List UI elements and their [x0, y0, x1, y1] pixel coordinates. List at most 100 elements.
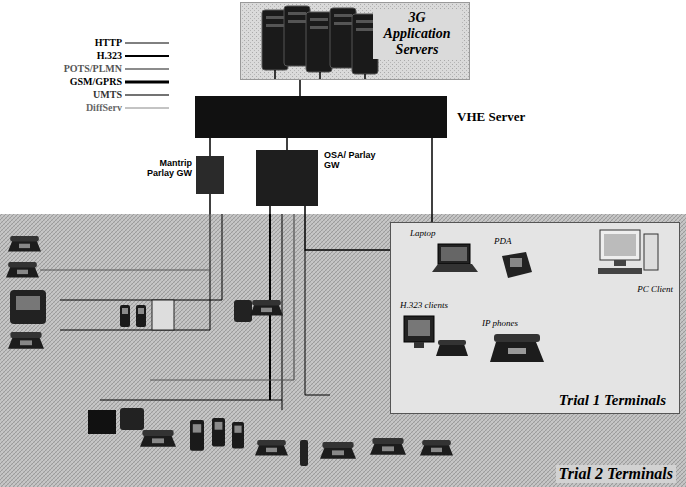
- legend-text: GSM/GPRS: [30, 76, 125, 87]
- illustration-shape: [334, 22, 352, 25]
- illustration-shape: [120, 408, 144, 430]
- node-label: IP phones: [482, 318, 518, 328]
- legend-text: HTTP: [30, 37, 125, 48]
- legend-line: [125, 55, 169, 57]
- gateway-device: Mantrip Parlay GW: [196, 156, 224, 194]
- legend-row: GSM/GPRS: [30, 75, 171, 88]
- wire: [293, 214, 295, 380]
- legend-row: H.323: [30, 49, 171, 62]
- wire: [60, 330, 210, 331]
- illustration-shape: [232, 422, 244, 448]
- region-fill: [390, 222, 680, 414]
- illustration-shape: [408, 320, 430, 336]
- illustration-shape: [8, 337, 44, 349]
- illustration-shape: [266, 448, 277, 452]
- wire: [305, 250, 306, 395]
- legend-row: HTTP: [30, 36, 171, 49]
- illustration-shape: [16, 296, 40, 310]
- illustration-shape: [193, 424, 201, 432]
- illustration-shape: [422, 440, 451, 446]
- legend-line-sample: [125, 51, 171, 61]
- illustration-shape: [356, 20, 374, 23]
- legend-line-sample: [125, 38, 171, 48]
- illustration-shape: [19, 244, 30, 248]
- illustration-shape: [17, 270, 28, 274]
- illustration-shape: [431, 448, 442, 452]
- illustration-shape: [382, 446, 394, 451]
- device-icon: H.323 clients: [398, 300, 472, 362]
- wire: [40, 270, 210, 271]
- illustration-shape: [404, 316, 434, 342]
- wire: [274, 70, 276, 80]
- illustration-shape: [20, 340, 32, 345]
- node-label: PC Client: [637, 284, 673, 294]
- illustration-shape: [441, 247, 467, 261]
- illustration-shape: [510, 258, 522, 267]
- illustration-shape: [598, 268, 642, 274]
- illustration-shape: [436, 344, 468, 356]
- node-label: Laptop: [410, 228, 436, 238]
- connector-line: [209, 194, 211, 214]
- region-fill: [0, 214, 686, 487]
- illustration-shape: [261, 308, 272, 312]
- server-group: 3G Application Servers: [240, 2, 470, 80]
- legend-line: [125, 94, 169, 96]
- illustration-shape: [142, 430, 173, 436]
- terminal-region: LaptopPDAPC ClientH.323 clientsIP phones…: [390, 222, 680, 414]
- illustration-shape: [266, 16, 284, 19]
- legend-text: POTS/PLMN: [30, 63, 125, 74]
- legend-line-sample: [125, 103, 171, 113]
- wire: [222, 214, 223, 300]
- legend-row: UMTS: [30, 88, 171, 101]
- legend-line: [125, 80, 169, 83]
- illustration-shape: [432, 264, 478, 272]
- region-fill: [240, 2, 470, 80]
- connector-line: [286, 138, 288, 150]
- legend-line: [125, 68, 169, 70]
- legend-row: POTS/PLMN: [30, 62, 171, 75]
- illustration-shape: [300, 440, 308, 466]
- gateway-device: OSA/ Parlay GW: [256, 150, 318, 206]
- illustration-shape: [370, 443, 406, 455]
- illustration-shape: [320, 447, 356, 459]
- illustration-shape: [10, 290, 46, 324]
- illustration-shape: [152, 438, 164, 443]
- connector-line: [269, 206, 271, 214]
- legend-line: [125, 42, 169, 43]
- wire: [210, 214, 211, 330]
- illustration-shape: [322, 442, 353, 448]
- illustration-shape: [10, 332, 41, 338]
- illustration-shape: [250, 304, 283, 315]
- illustration-shape: [494, 334, 540, 342]
- illustration-shape: [120, 305, 130, 327]
- illustration-shape: [152, 300, 174, 330]
- connector-line: [305, 206, 390, 250]
- node-label: OSA/ Parlay GW: [324, 150, 386, 170]
- wire: [305, 395, 330, 396]
- illustration-shape: [614, 260, 626, 266]
- illustration-shape: [266, 24, 284, 27]
- illustration-shape: [255, 444, 288, 455]
- illustration-shape: [644, 234, 658, 270]
- device-icon: Laptop: [408, 228, 483, 276]
- legend-text: H.323: [30, 50, 125, 61]
- illustration-shape: [372, 438, 403, 444]
- node-label: Mantrip Parlay GW: [146, 158, 192, 178]
- wire: [282, 214, 283, 410]
- illustration-shape: [234, 426, 241, 433]
- illustration-shape: [140, 435, 176, 447]
- illustration-shape: [257, 440, 286, 446]
- illustration-shape: [310, 26, 328, 29]
- connector-line: [431, 138, 433, 222]
- illustration-shape: [234, 300, 252, 322]
- illustration-shape: [332, 450, 344, 455]
- illustration-shape: [88, 410, 116, 434]
- illustration-shape: [288, 20, 306, 23]
- legend-line-sample: [125, 90, 171, 100]
- node-label: Trial 1 Terminals: [556, 392, 669, 409]
- wire: [150, 380, 294, 381]
- connector-line: [299, 80, 301, 96]
- illustration-shape: [420, 444, 453, 455]
- illustration-shape: [414, 342, 424, 348]
- node-label: H.323 clients: [400, 300, 448, 310]
